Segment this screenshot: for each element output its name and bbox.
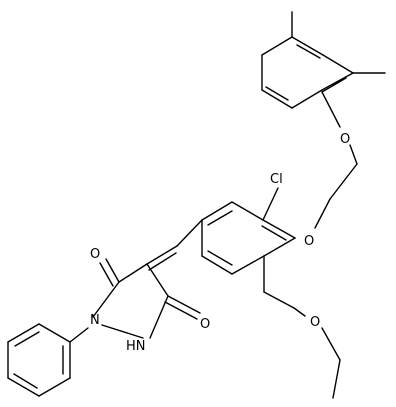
atom-o-ether-lower: O [304,234,314,249]
atom-o-ethoxy: O [310,315,320,330]
atom-o-carbonyl-right: O [200,317,210,332]
atom-o-carbonyl-left: O [90,247,100,262]
atom-labels: Cl O O O O O N HN [90,132,350,354]
atom-cl: Cl [270,172,283,187]
atom-nh: HN [126,339,146,354]
atom-o-ether-upper: O [340,132,350,147]
bonds [7,11,386,399]
atom-n-phenyl: N [90,313,100,328]
